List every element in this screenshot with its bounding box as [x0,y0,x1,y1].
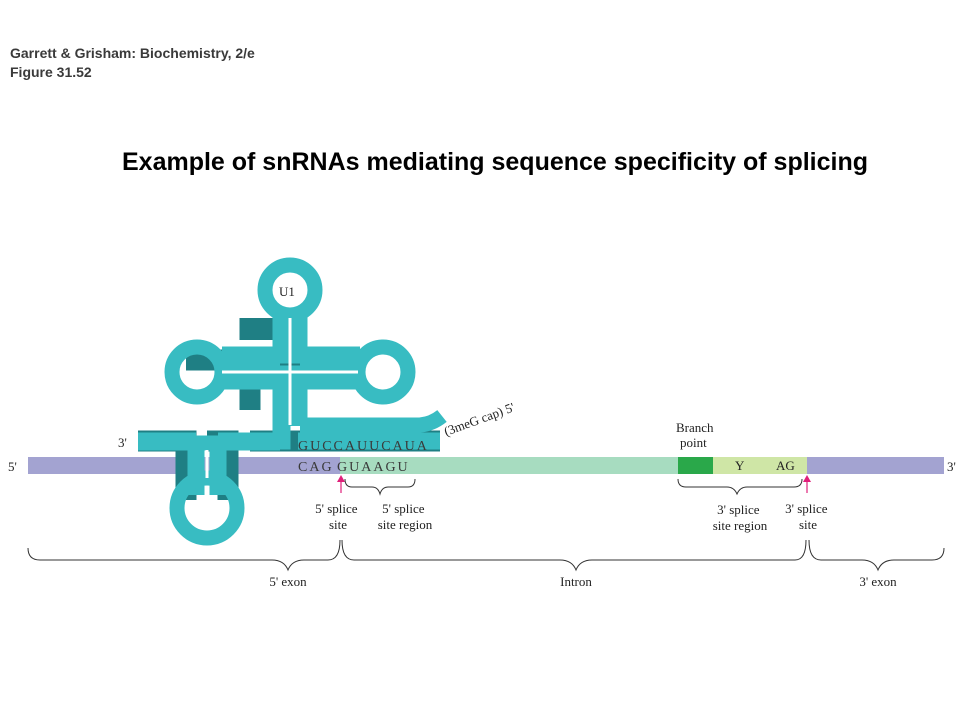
five-exon-brace [27,539,341,572]
three-splice-site-arrow [803,475,811,493]
five-splice-site-arrow [337,475,345,493]
five-splice-region-brace [344,478,416,496]
u1-bottom-loop [169,470,245,546]
three-prime-exon-segment [807,457,944,474]
snrna-sequence: GUCCAUUCAUA [298,439,429,454]
u1-clover [138,257,447,546]
pre-mrna [28,457,944,474]
intron-label: Intron [560,574,592,589]
pre-mrna-seq-intron: GUAAGU [337,460,410,475]
u1-top-loop [257,257,323,323]
ag-label: AG [776,458,795,473]
source-figure: Figure 31.52 [10,64,92,80]
three-exon-label: 3' exon [859,574,897,589]
u1-right-loop [350,339,416,405]
branch-point-segment [678,457,713,474]
pre-mrna-five-prime: 5' [8,459,17,474]
five-splice-region-label: 5' splice site region [378,501,433,532]
u1-base-join [300,410,447,433]
u1-stem-gaps [205,318,358,478]
u1-label: U1 [279,284,295,299]
u1-left-loop [164,339,230,405]
intron-segment [340,457,678,474]
intron-brace [341,539,807,572]
three-exon-brace [808,539,945,572]
snrna-three-prime: 3' [118,435,127,450]
three-splice-region-label: 3' splice site region [713,502,768,533]
three-splice-site-label: 3' splice site [785,501,831,532]
branch-point-label: Branch point [676,420,717,450]
three-splice-region-brace [677,478,803,496]
pre-mrna-three-prime: 3' [947,459,956,474]
five-exon-label: 5' exon [269,574,307,589]
three-prime-site-region-segment [713,457,807,474]
figure-source: Garrett & Grisham: Biochemistry, 2/e Fig… [10,44,255,82]
page-title: Example of snRNAs mediating sequence spe… [121,148,869,176]
y-label: Y [735,458,745,473]
cap-label: (3meG cap) 5' [442,399,516,438]
five-splice-site-label: 5' splice site [315,501,361,532]
source-book: Garrett & Grisham: Biochemistry, 2/e [10,45,255,61]
pre-mrna-seq-exon: CAG [298,460,334,475]
